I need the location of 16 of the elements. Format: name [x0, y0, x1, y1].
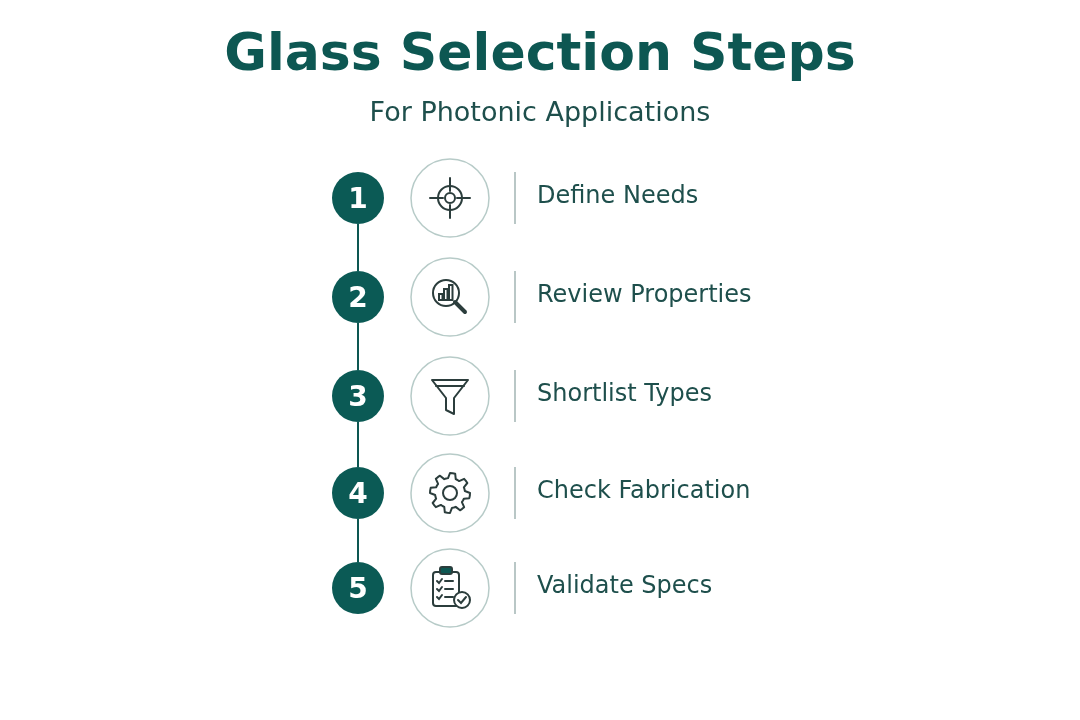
connector-line	[357, 518, 359, 563]
step-number-circle: 2	[332, 271, 384, 323]
step-label: Validate Specs	[537, 571, 713, 599]
step-label: Shortlist Types	[537, 379, 712, 407]
step-label: Check Fabrication	[537, 476, 751, 504]
step-label: Define Needs	[537, 181, 699, 209]
step-number-circle: 5	[332, 562, 384, 614]
title: Glass Selection Steps	[223, 22, 857, 82]
step-number-circle: 3	[332, 370, 384, 422]
step-label: Review Properties	[537, 280, 752, 308]
connector-line	[357, 223, 359, 272]
subtitle: For Photonic Applications	[368, 96, 712, 127]
step-number-circle: 4	[332, 467, 384, 519]
step-number-circle: 1	[332, 172, 384, 224]
connector-line	[357, 421, 359, 468]
connector-line	[357, 322, 359, 371]
